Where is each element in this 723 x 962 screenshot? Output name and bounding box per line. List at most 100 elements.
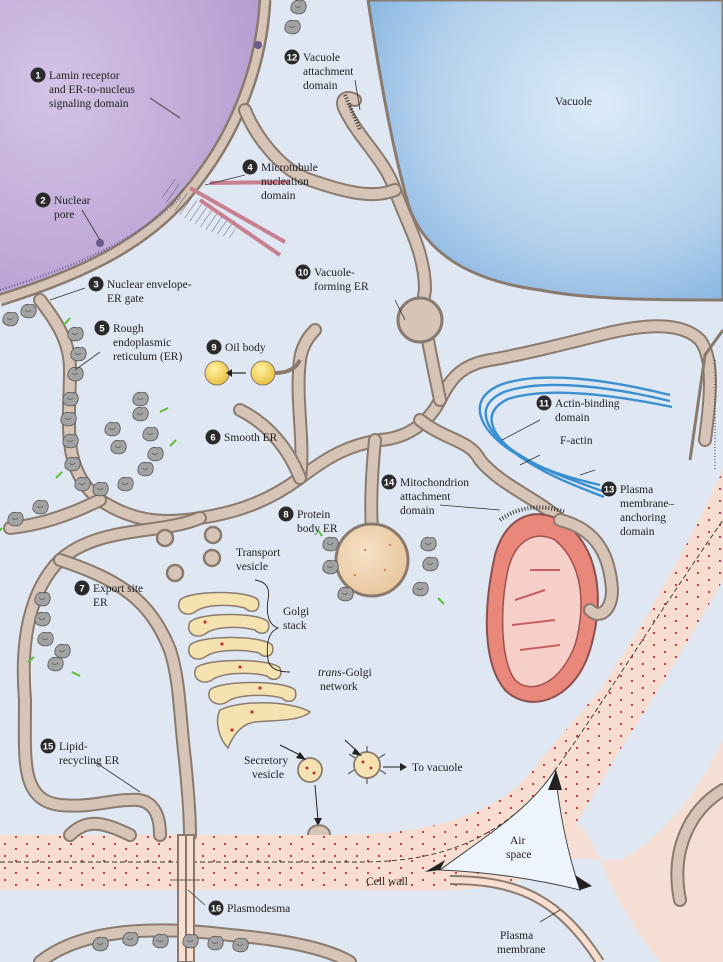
svg-text:Lipid-: Lipid- <box>59 741 88 753</box>
label-3: 3 Nuclear envelope- ER gate <box>88 276 192 305</box>
svg-text:membrane: membrane <box>497 944 546 956</box>
vacuole <box>366 0 723 302</box>
transport-vesicle-label: Transport vesicle <box>236 547 281 573</box>
cell-wall-label: Cell wall <box>366 876 408 888</box>
label-11: 11 Actin-binding domain <box>536 395 620 424</box>
svg-text:8: 8 <box>283 510 288 521</box>
svg-text:ER: ER <box>93 597 108 609</box>
vacuole-label: Vacuole <box>555 96 592 108</box>
svg-text:domain: domain <box>400 505 435 517</box>
svg-text:domain: domain <box>303 80 338 92</box>
svg-text:Plasmodesma: Plasmodesma <box>227 903 290 915</box>
label-16: 16 Plasmodesma <box>208 900 290 916</box>
svg-text:Secretory: Secretory <box>244 755 288 767</box>
svg-text:and ER-to-nucleus: and ER-to-nucleus <box>49 84 135 96</box>
cell-wall <box>0 470 723 962</box>
svg-text:Vacuole-: Vacuole- <box>314 267 355 279</box>
microtubule-nucleation-domain <box>160 178 291 257</box>
svg-text:Nuclear envelope-: Nuclear envelope- <box>107 279 192 291</box>
svg-text:Plasma: Plasma <box>500 930 533 942</box>
svg-text:reticulum (ER): reticulum (ER) <box>113 351 182 363</box>
vacuole-attachment-hatch <box>343 94 362 131</box>
air-space-label: Air space <box>506 835 532 861</box>
label-13: 13 Plasma membrane– anchoring domain <box>601 481 675 538</box>
svg-text:Protein: Protein <box>297 509 330 521</box>
label-10: 10 Vacuole- forming ER <box>295 264 369 293</box>
leader-lines <box>49 79 596 923</box>
svg-text:3: 3 <box>93 280 98 291</box>
svg-text:trans-Golgi: trans-Golgi <box>318 667 372 679</box>
svg-text:domain: domain <box>261 190 296 202</box>
svg-text:9: 9 <box>211 343 216 354</box>
svg-text:endoplasmic: endoplasmic <box>113 337 171 349</box>
ribosomes <box>0 0 445 953</box>
oil-bodies <box>204 358 302 386</box>
secretory-vesicle-label: Secretory vesicle <box>244 755 288 781</box>
svg-text:anchoring: anchoring <box>620 512 666 524</box>
svg-text:nucleation: nucleation <box>261 176 309 188</box>
svg-text:13: 13 <box>604 485 615 496</box>
svg-text:membrane–: membrane– <box>620 498 675 510</box>
to-vacuole-label: To vacuole <box>412 762 463 774</box>
f-actin <box>478 376 673 499</box>
golgi-stack <box>178 579 312 750</box>
svg-text:1: 1 <box>35 71 41 82</box>
svg-text:Air: Air <box>510 835 526 847</box>
label-7: 7 Export site ER <box>74 580 143 609</box>
svg-text:ER gate: ER gate <box>107 293 144 305</box>
transport-vesicles <box>155 525 223 583</box>
svg-text:16: 16 <box>211 904 222 915</box>
label-14: 14 Mitochondrion attachment domain <box>381 474 469 517</box>
svg-text:Actin-binding: Actin-binding <box>555 398 620 410</box>
label-5: 5 Rough endoplasmic reticulum (ER) <box>94 320 182 363</box>
svg-text:domain: domain <box>555 412 590 424</box>
air-space <box>425 768 592 891</box>
svg-text:body ER: body ER <box>297 523 338 535</box>
svg-text:pore: pore <box>54 209 74 221</box>
svg-text:Smooth ER: Smooth ER <box>224 432 278 444</box>
svg-text:7: 7 <box>79 584 84 595</box>
svg-text:attachment: attachment <box>303 66 354 78</box>
svg-text:Nuclear: Nuclear <box>54 195 91 207</box>
mitochondrion <box>485 505 599 703</box>
svg-text:attachment: attachment <box>400 491 451 503</box>
svg-text:vesicle: vesicle <box>252 769 284 781</box>
plasma-membrane-label: Plasma membrane <box>497 930 546 956</box>
trans-golgi-network-label: trans-Golgi network <box>318 667 372 693</box>
svg-text:10: 10 <box>298 268 309 279</box>
label-1: 1 Lamin receptor and ER-to-nucleus signa… <box>30 67 135 110</box>
svg-text:Rough: Rough <box>113 323 144 335</box>
svg-text:Plasma: Plasma <box>620 484 653 496</box>
svg-text:forming ER: forming ER <box>314 281 369 293</box>
nuclear-pore <box>96 239 104 247</box>
svg-text:domain: domain <box>620 526 655 538</box>
svg-text:Golgi: Golgi <box>283 606 309 618</box>
label-9: 9 Oil body <box>206 339 266 355</box>
svg-text:signaling domain: signaling domain <box>49 98 129 110</box>
svg-text:15: 15 <box>43 742 54 753</box>
f-actin-label: F-actin <box>560 435 593 447</box>
secretory-vesicles <box>279 739 407 836</box>
nuclear-pore <box>254 41 262 49</box>
oil-body <box>204 360 230 386</box>
svg-text:4: 4 <box>247 163 253 174</box>
svg-text:space: space <box>506 849 532 861</box>
svg-text:11: 11 <box>539 399 550 410</box>
label-2: 2 Nuclear pore <box>35 192 91 221</box>
label-4: 4 Microtubule nucleation domain <box>242 159 318 202</box>
label-15: 15 Lipid- recycling ER <box>40 738 120 767</box>
vacuole-forming-er-body <box>396 296 444 344</box>
svg-text:network: network <box>320 681 358 693</box>
svg-text:Transport: Transport <box>236 547 281 559</box>
svg-text:Oil body: Oil body <box>225 342 266 354</box>
svg-text:vesicle: vesicle <box>236 561 268 573</box>
svg-text:6: 6 <box>210 433 215 444</box>
svg-text:Export site: Export site <box>93 583 143 595</box>
label-8: 8 Protein body ER <box>278 506 338 535</box>
protein-body-er <box>334 522 410 598</box>
svg-text:5: 5 <box>99 324 105 335</box>
svg-text:Vacuole: Vacuole <box>303 52 340 64</box>
svg-text:recycling ER: recycling ER <box>59 755 120 767</box>
label-6: 6 Smooth ER <box>205 429 278 445</box>
